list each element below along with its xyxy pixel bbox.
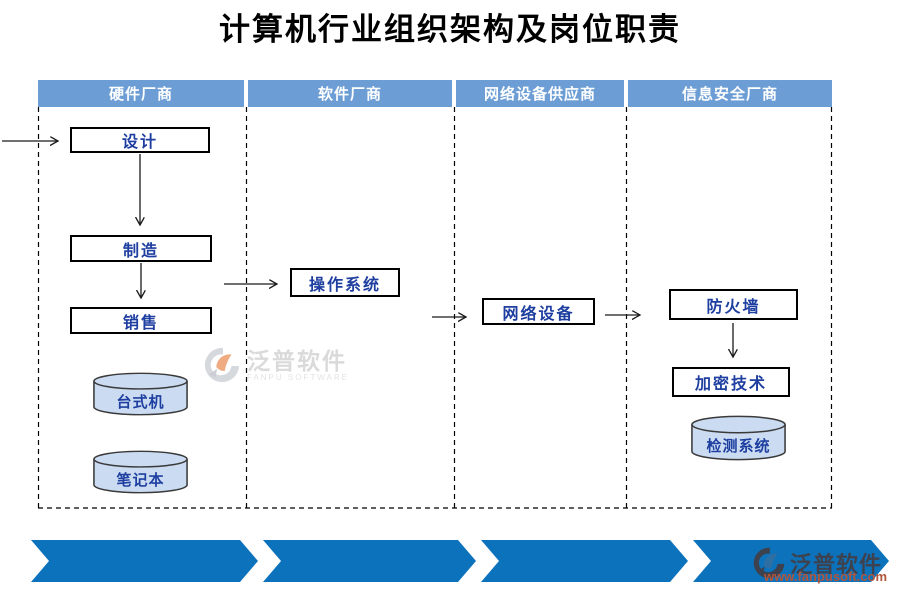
watermark-brand-text: 泛普软件 [247, 347, 347, 374]
cylinder-label: 台式机 [116, 394, 165, 411]
node-laptop-cylinder: 笔记本 [92, 449, 189, 495]
lane-header-hardware-vendor: 硬件厂商 [38, 80, 244, 107]
chevron-segment-4 [693, 540, 889, 582]
cylinder-shape [93, 450, 188, 494]
cylinder-label: 检测系统 [706, 438, 771, 455]
watermark-corner: 泛普软件 [752, 546, 882, 580]
chevron-segment-3 [481, 540, 688, 582]
watermark-brand-text: 泛普软件 [790, 552, 883, 577]
page-title: 计算机行业组织架构及岗位职责 [219, 12, 681, 47]
lane-header-software-vendor: 软件厂商 [248, 80, 452, 107]
cylinder-shape [691, 415, 786, 461]
cylinder-shape [93, 372, 188, 416]
node-design: 设计 [70, 127, 210, 153]
node-network-equipment: 网络设备 [482, 298, 595, 325]
watermark-center: 泛普软件 FANPU SOFTWARE [203, 346, 349, 384]
node-firewall: 防火墙 [669, 289, 798, 320]
chevron-segment-2 [263, 540, 476, 582]
watermark-brand-subtext: FANPU SOFTWARE [247, 372, 349, 382]
chevron-segment-1 [31, 540, 258, 582]
node-desktop-cylinder: 台式机 [92, 371, 189, 417]
node-sales: 销售 [70, 307, 212, 334]
node-operating-system: 操作系统 [290, 268, 400, 297]
swimlane-dashed-borders [37, 107, 833, 509]
node-manufacture: 制造 [70, 235, 212, 262]
fanpu-logo-icon-dark [753, 547, 785, 579]
lane-header-infosec-vendor: 信息安全厂商 [628, 80, 832, 107]
fanpu-logo-icon [204, 347, 240, 383]
lane-header-network-equipment-supplier: 网络设备供应商 [456, 80, 624, 107]
watermark-url-text: www.fanpusoft.com [764, 569, 888, 584]
cylinder-label: 笔记本 [116, 472, 165, 489]
node-encryption-tech: 加密技术 [672, 367, 790, 397]
node-detection-system-cylinder: 检测系统 [690, 414, 787, 462]
